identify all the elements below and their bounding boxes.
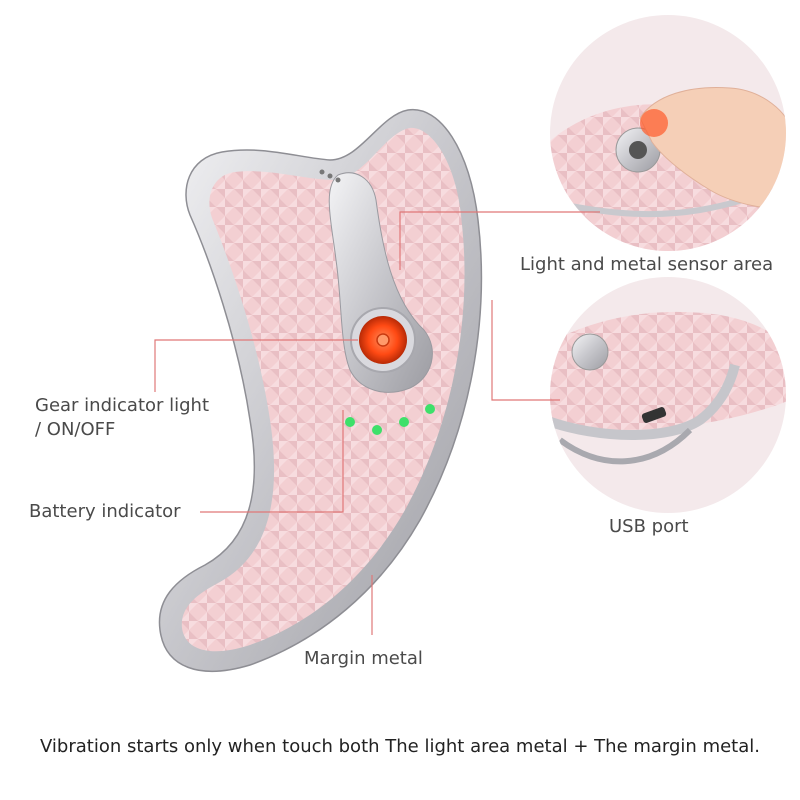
vent-dot	[327, 173, 333, 179]
battery-led-icon	[372, 425, 382, 435]
callout-line-sensor	[399, 211, 600, 270]
callout-line-battery	[200, 410, 344, 513]
pink-body	[181, 127, 465, 652]
callout-line-usb	[491, 300, 560, 401]
battery-led-icon	[345, 417, 355, 427]
vent-dot	[335, 177, 341, 183]
battery-led-icon	[399, 417, 409, 427]
callout-line-gear	[154, 339, 358, 392]
usb-port-icon	[641, 407, 667, 423]
sensor-detail-circle	[550, 15, 786, 251]
battery-led-icon	[425, 404, 435, 414]
vent-dot	[319, 169, 325, 175]
usb-detail-circle	[550, 277, 786, 513]
finger-icon	[639, 87, 786, 211]
label-gear-indicator-line2: / ON/OFF	[35, 419, 116, 440]
label-margin-metal: Margin metal	[304, 648, 423, 669]
label-gear-indicator: Gear indicator light / ON/OFF	[35, 394, 235, 442]
label-sensor-area: Light and metal sensor area	[520, 254, 774, 275]
label-gear-indicator-line1: Gear indicator light	[35, 395, 210, 416]
label-battery-indicator: Battery indicator	[29, 501, 181, 522]
caption: Vibration starts only when touch both Th…	[40, 736, 760, 757]
gua-sha-device	[158, 108, 483, 672]
callout-lines	[154, 211, 600, 635]
label-usb-port: USB port	[609, 516, 689, 537]
